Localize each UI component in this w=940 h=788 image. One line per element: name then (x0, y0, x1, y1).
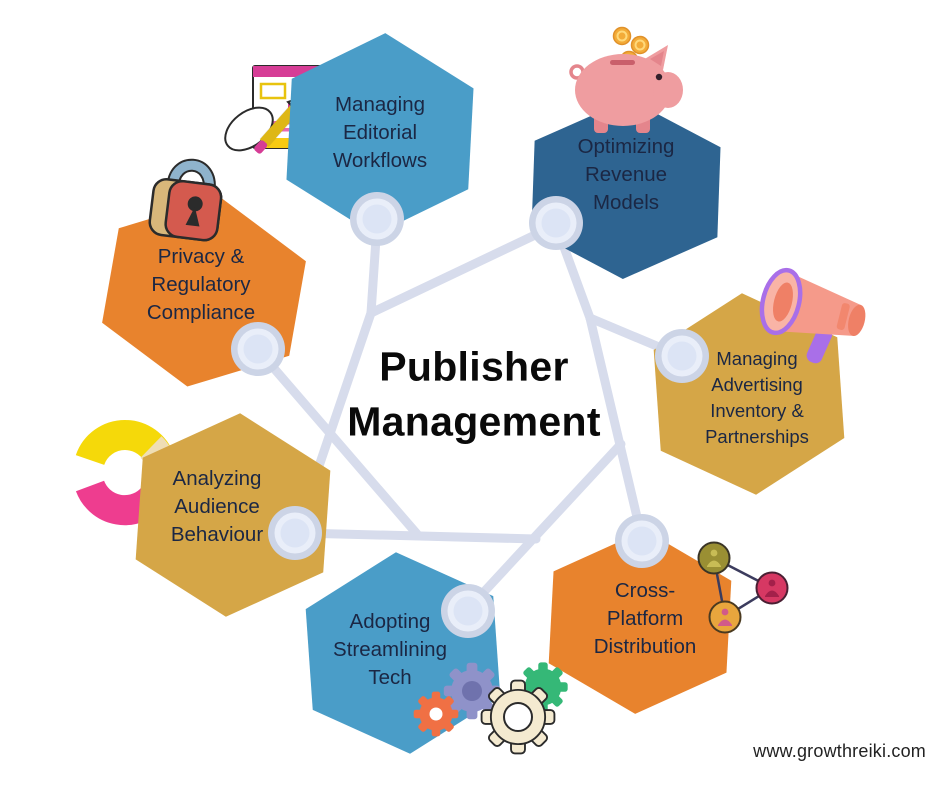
website-url: www.growthreiki.com (753, 741, 926, 761)
connector-nodes (231, 192, 709, 638)
title-line-2: Management (347, 398, 601, 444)
hexagon-label-audience: Analyzing Audience Behaviour (170, 467, 264, 546)
network-people-icon (697, 541, 789, 634)
megaphone-icon (759, 267, 866, 364)
person-glyph (707, 549, 779, 626)
connector-line (464, 439, 626, 613)
node-circle (231, 322, 285, 376)
gears-icon (413, 662, 568, 755)
connector-line (366, 221, 559, 318)
node-circle (615, 514, 669, 568)
connector-line (254, 346, 422, 539)
hexagon-cross-platform (548, 530, 732, 714)
hexagon-audience-behaviour (135, 413, 331, 617)
node-circle (441, 584, 495, 638)
connector-line (585, 313, 646, 539)
node-circle (350, 192, 404, 246)
title-line-1: Publisher (379, 343, 569, 390)
hexagon-label-revenue: Optimizing Revenue Models (577, 135, 675, 214)
node-circle (529, 196, 583, 250)
hexagon-label-tech: Adopting Streamlining Tech (333, 610, 447, 689)
hexagon-label-advertising: Managing Advertising Inventory & Partner… (705, 348, 809, 447)
node-circle (268, 506, 322, 560)
hexagon-label-privacy: Privacy & Regulatory Compliance (146, 245, 256, 324)
hexagon-label-distribution: Cross- Platform Distribution (593, 579, 697, 658)
hexagon-editorial-workflows (286, 33, 474, 235)
diagram-title: Publisher Management (347, 339, 601, 448)
node-circle (655, 329, 709, 383)
hexagon-label-editorial: Managing Editorial Workflows (332, 93, 428, 172)
piggy-bank-icon (569, 26, 683, 133)
padlock-icon (148, 158, 223, 242)
